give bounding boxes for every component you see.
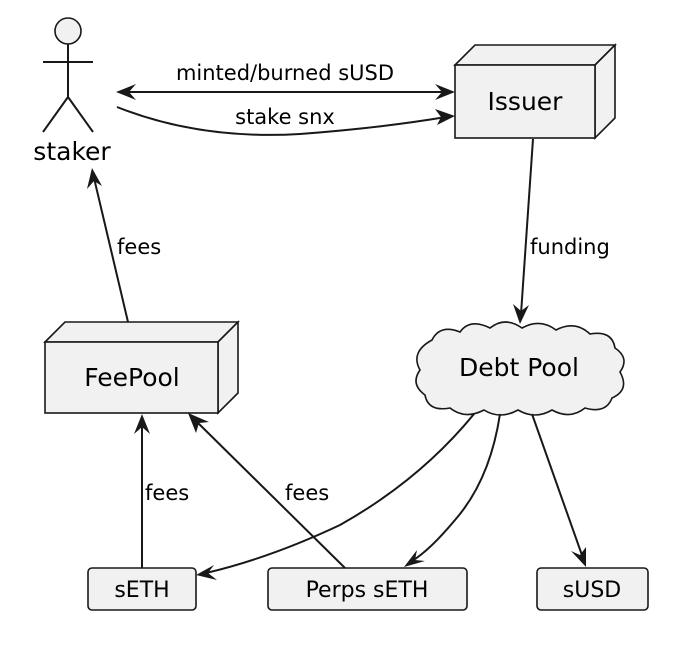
edge-stake-snx: stake snx [116, 105, 455, 136]
perps-seth-label: Perps sETH [306, 578, 429, 603]
seth-to-feepool-label: fees [145, 481, 189, 505]
feepool-node: FeePool [43, 320, 240, 415]
feepool-label: FeePool [84, 363, 180, 392]
edge-minted-burned: minted/burned sUSD [116, 61, 455, 100]
minted-burned-label: minted/burned sUSD [176, 61, 394, 85]
feepool-to-staker-label: fees [117, 235, 161, 259]
perps-to-feepool-label: fees [285, 481, 329, 505]
edge-perps-to-feepool: fees [188, 413, 346, 569]
cloud-shape [415, 321, 625, 416]
stick-figure-icon [42, 17, 94, 133]
staker-label: staker [33, 137, 111, 166]
susd-node: sUSD [536, 567, 649, 611]
issuer-label: Issuer [488, 87, 564, 116]
edge-funding: funding [513, 138, 610, 324]
edge-seth-to-feepool: fees [134, 414, 189, 568]
edge-debtpool-to-seth [196, 413, 475, 580]
seth-node: sETH [87, 567, 197, 611]
stake-snx-label: stake snx [235, 105, 335, 129]
funding-label: funding [530, 235, 610, 259]
perps-seth-node: Perps sETH [267, 567, 468, 611]
edge-debtpool-to-susd [531, 413, 586, 567]
staker-actor: staker [33, 17, 111, 166]
edge-feepool-to-staker: fees [87, 168, 161, 323]
seth-label: sETH [114, 578, 169, 603]
debt-pool-node: Debt Pool [415, 321, 625, 416]
debt-pool-label: Debt Pool [459, 353, 579, 382]
susd-label: sUSD [563, 578, 621, 603]
edge-debtpool-to-perps [404, 413, 501, 567]
issuer-node: Issuer [453, 43, 617, 140]
